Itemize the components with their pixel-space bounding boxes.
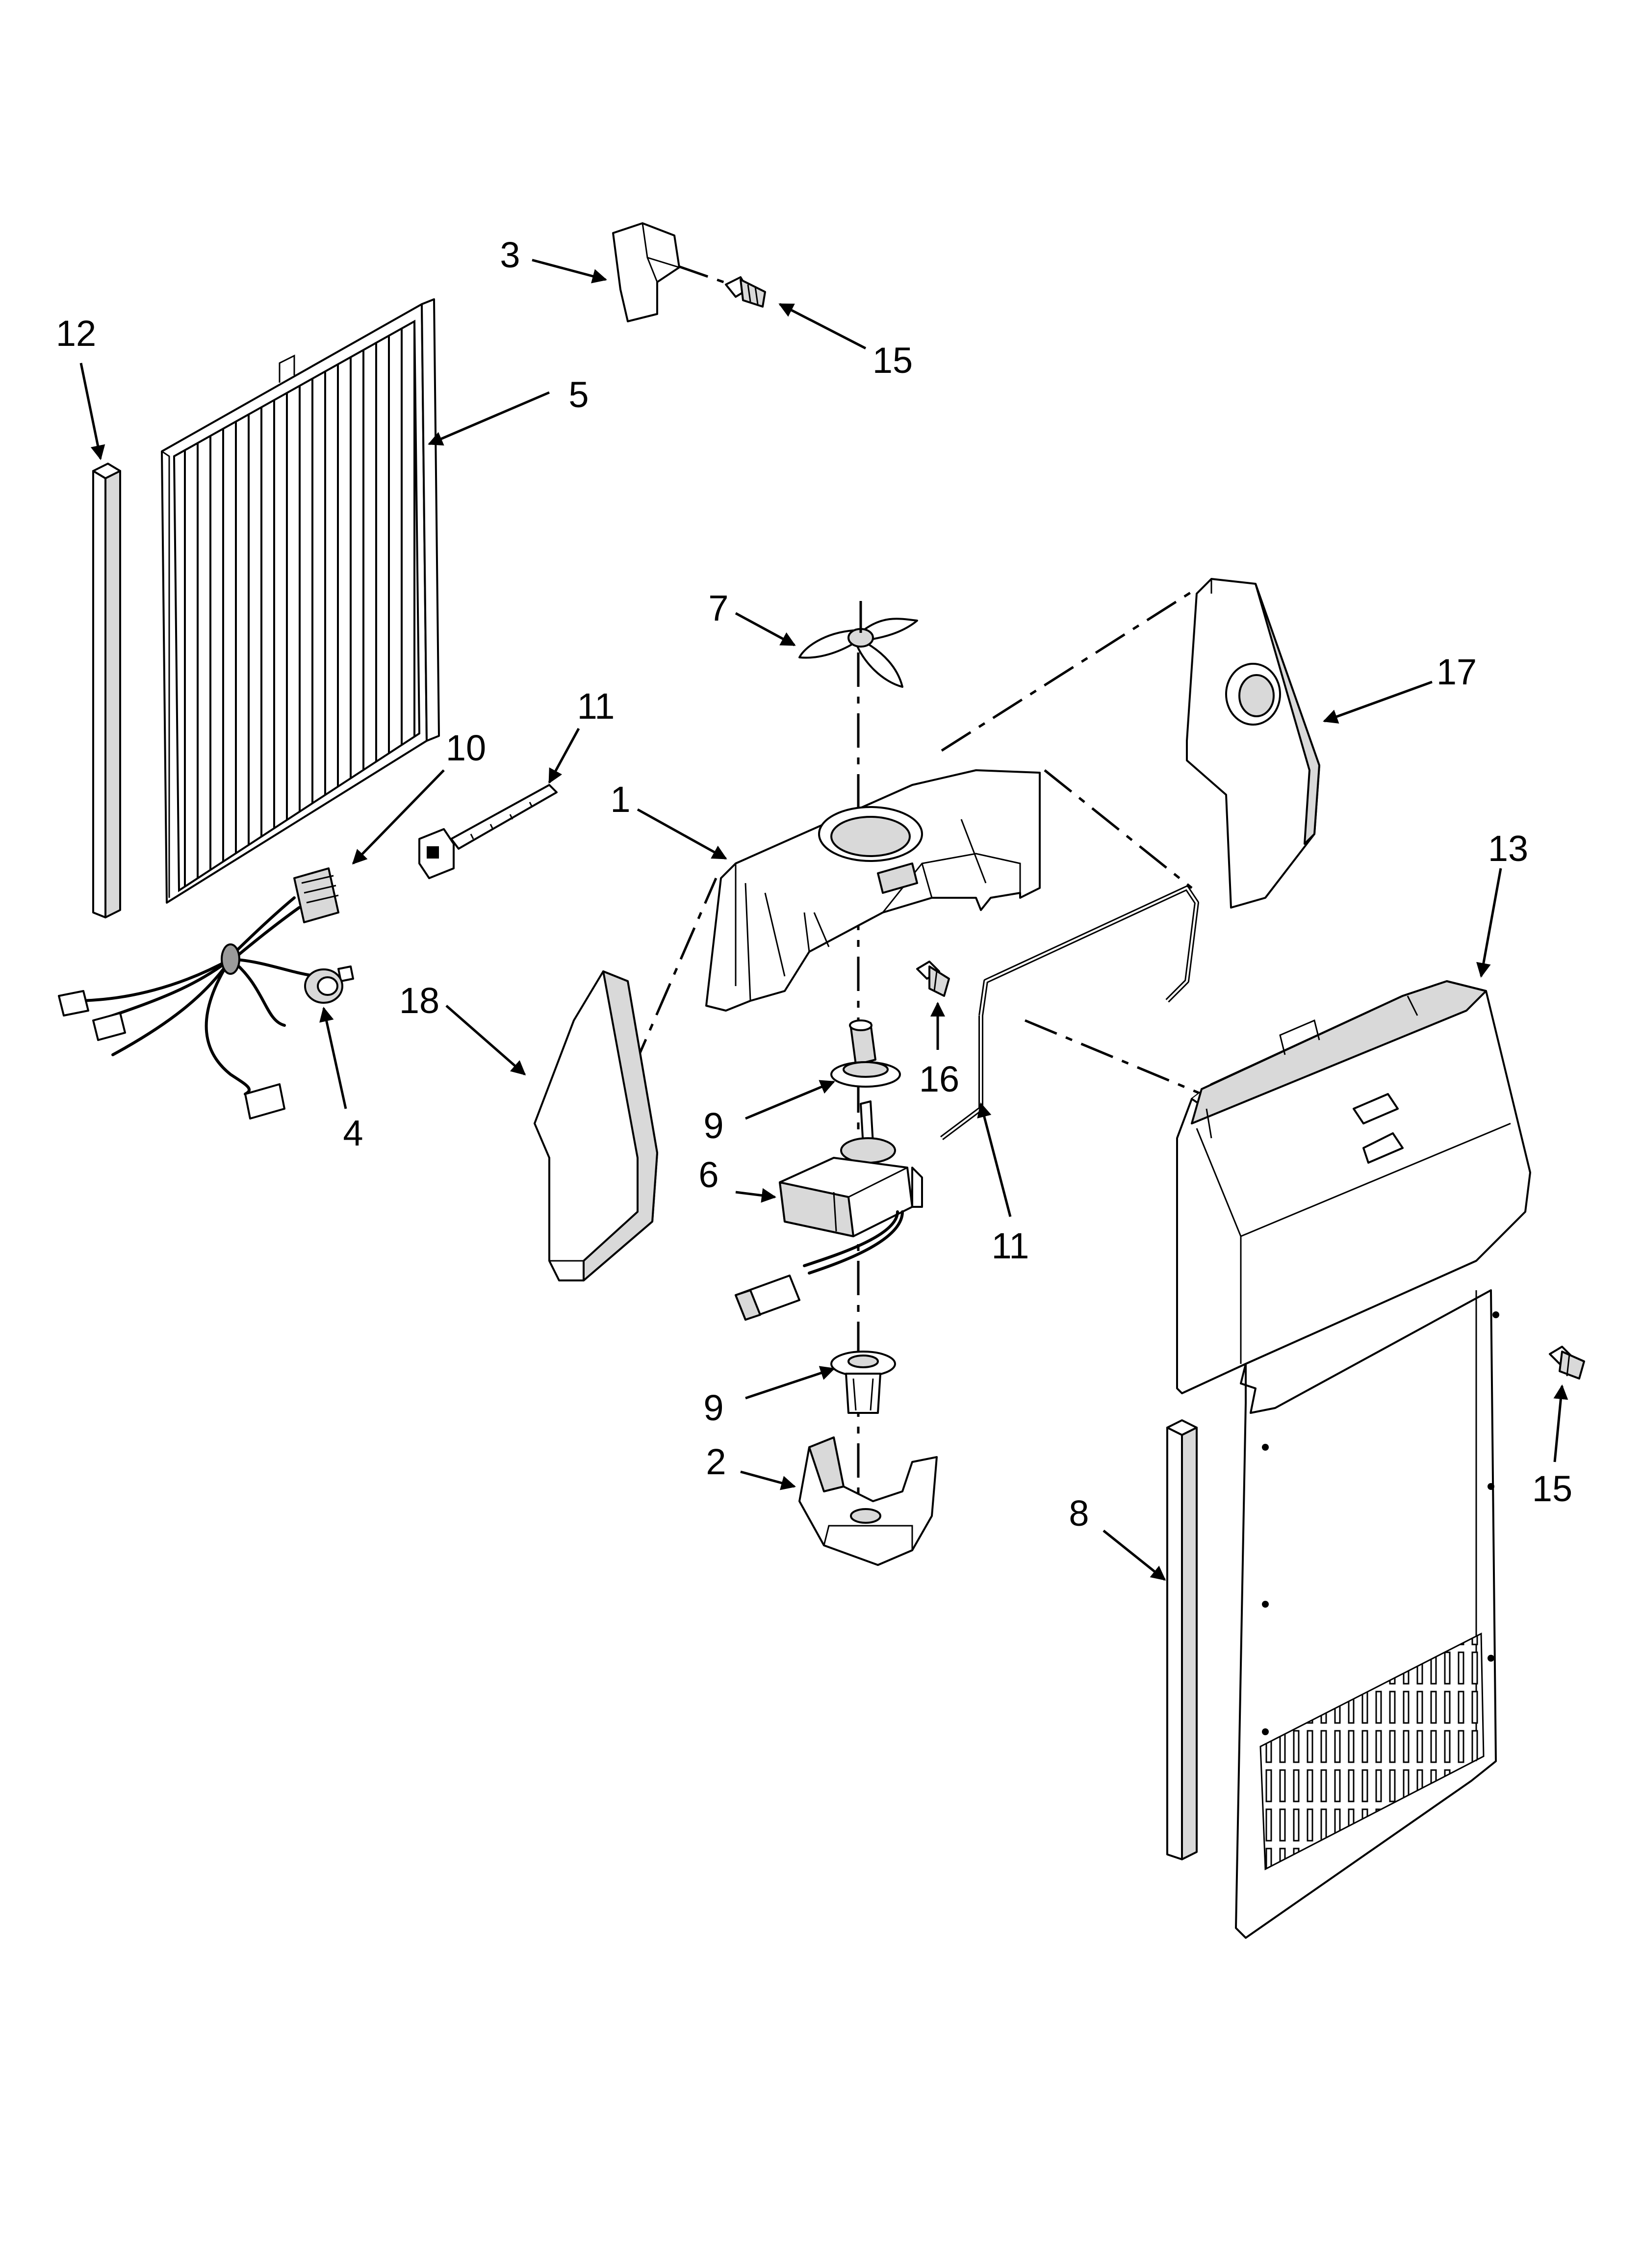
callout-9-upper: 9 bbox=[703, 1105, 723, 1146]
callout-3: 3 bbox=[500, 235, 520, 275]
callout-1: 1 bbox=[610, 779, 630, 820]
part-2-motor-bracket bbox=[798, 1436, 938, 1566]
callout-4: 4 bbox=[343, 1113, 363, 1153]
part-15-screw-right bbox=[1549, 1346, 1585, 1380]
callout-6: 6 bbox=[698, 1154, 718, 1195]
part-14-air-duct-panel bbox=[1176, 980, 1531, 1939]
callout-13: 12 bbox=[56, 313, 96, 354]
callout-18: 18 bbox=[399, 980, 439, 1021]
part-6-fan-motor bbox=[735, 1100, 923, 1321]
callout-16: 16 bbox=[919, 1059, 959, 1099]
callout-10: 10 bbox=[446, 728, 486, 768]
callout-11: 11 bbox=[992, 1225, 1029, 1266]
part-11-wire-bracket bbox=[940, 886, 1199, 1140]
callout-labels: 3 15 12 5 7 17 11 10 1 13 18 4 16 9 6 11… bbox=[56, 235, 1572, 1534]
callout-5: 5 bbox=[568, 374, 589, 415]
part-1-fan-shroud bbox=[705, 769, 1041, 1012]
part-5-evaporator-cover bbox=[161, 298, 440, 904]
callout-15-right: 15 bbox=[1532, 1468, 1572, 1509]
part-18-foam-block bbox=[534, 970, 658, 1281]
callout-12: 11 bbox=[577, 686, 615, 727]
callout-15-top: 15 bbox=[872, 340, 913, 381]
part-8-gasket-strip bbox=[1166, 1419, 1198, 1860]
callout-9-lower: 9 bbox=[703, 1387, 723, 1428]
part-4-grommet bbox=[304, 968, 343, 1004]
callout-14: 13 bbox=[1488, 828, 1528, 869]
part-16-screw bbox=[916, 961, 950, 997]
callout-17: 17 bbox=[1437, 652, 1477, 692]
part-10-wire-harness bbox=[58, 867, 354, 1120]
callout-7: 7 bbox=[708, 588, 728, 628]
part-9-grommet-upper bbox=[830, 1019, 901, 1088]
part-3-bracket bbox=[612, 222, 680, 322]
leader-lines bbox=[79, 259, 1568, 1581]
callout-8: 8 bbox=[1069, 1493, 1089, 1534]
part-15-screw-top bbox=[725, 276, 766, 308]
part-9-grommet-lower bbox=[830, 1351, 896, 1414]
part-17-foam-block bbox=[1186, 578, 1320, 909]
callout-2: 2 bbox=[706, 1441, 726, 1482]
part-12-cable-tie bbox=[418, 784, 558, 879]
part-7-fan-blade bbox=[798, 601, 918, 688]
part-13-gasket-strip bbox=[92, 463, 121, 918]
